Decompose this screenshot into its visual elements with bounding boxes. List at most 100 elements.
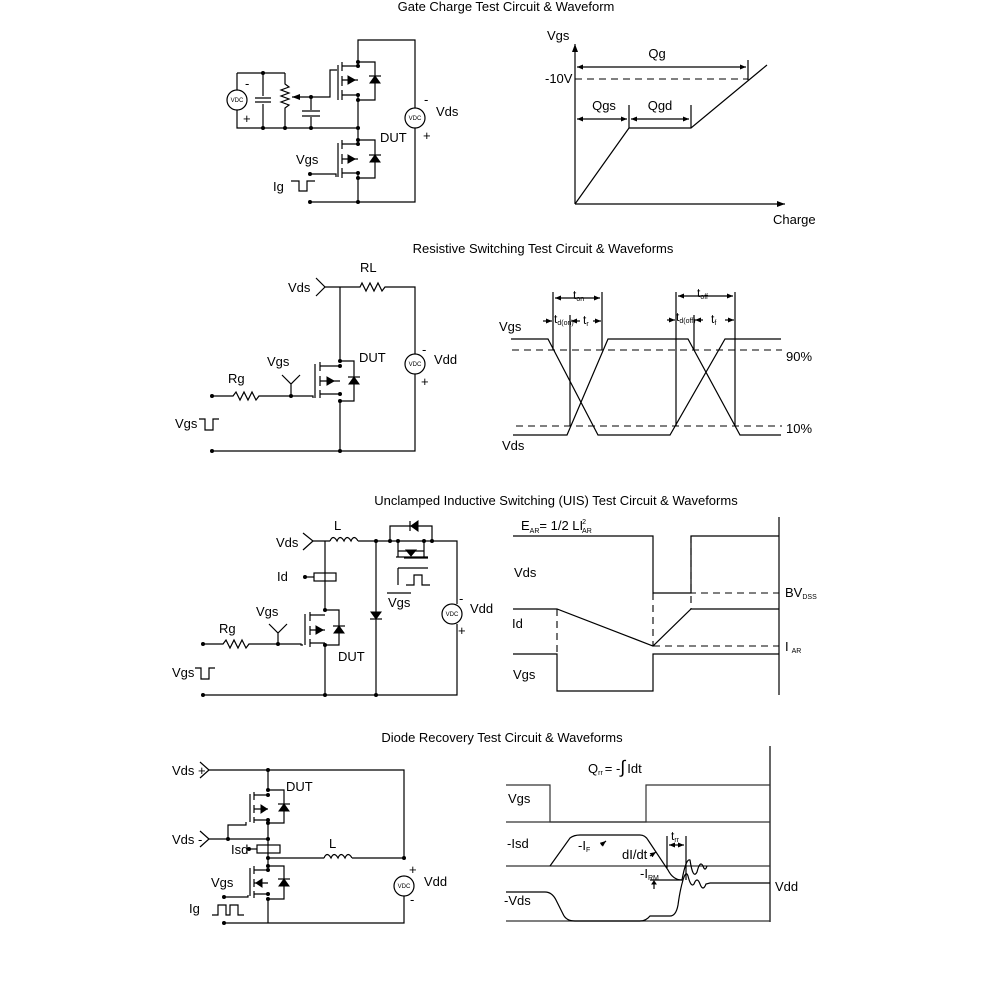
resistive-switching-circuit: Vds RL VDC - Vdd + DUT <box>175 260 457 453</box>
source-loop-wire <box>236 72 358 129</box>
vgs-label: Vgs <box>256 604 279 619</box>
resistive-switching-section: Resistive Switching Test Circuit & Wavef… <box>175 241 812 453</box>
dut-label: DUT <box>338 649 365 664</box>
vdc-source-icon <box>226 89 248 111</box>
top-rail-wire <box>209 769 405 858</box>
vgs-label: Vgs <box>267 354 290 369</box>
ton-label: ton <box>573 288 584 303</box>
toff-label: toff <box>697 286 708 301</box>
vgs-pulse-label: Vgs <box>175 416 198 431</box>
isd-label: -Isd <box>507 836 529 851</box>
qg-label: Qg <box>648 46 665 61</box>
rg-label: Rg <box>228 371 245 386</box>
vds-label: Vds <box>276 535 299 550</box>
vgs-waveform <box>511 338 781 436</box>
vgs-label: Vgs <box>296 152 319 167</box>
vdd-plus: + <box>409 862 417 877</box>
vdc-label: VDC <box>446 612 459 618</box>
vgs-pulse-icon <box>199 418 219 431</box>
isd-label: Isd <box>231 842 248 857</box>
id-label: Id <box>277 569 288 584</box>
id-label: Id <box>512 616 523 631</box>
gate-charge-waveform: Vgs Charge -10V Qg Qgs Qgd <box>545 28 816 227</box>
rl-label: RL <box>360 260 377 275</box>
return-wire <box>224 896 405 924</box>
vgs-label: Vgs <box>508 791 531 806</box>
l-label: L <box>334 518 341 533</box>
if-arrow <box>599 840 607 847</box>
vds-waveform <box>506 873 770 922</box>
capacitor-1 <box>255 73 271 128</box>
id-waveform <box>513 608 779 647</box>
ig-pulse-icon <box>291 180 315 192</box>
vdd-minus: - <box>422 342 426 357</box>
tr-label: tr <box>583 313 589 328</box>
vdc-label: VDC <box>231 98 244 104</box>
vgs-label: Vgs <box>513 667 536 682</box>
qrr-formula: Qrr= -∫Idt <box>588 757 642 777</box>
tdon-label: td(on) <box>554 312 574 327</box>
inductor-icon <box>268 853 404 860</box>
vgs-curve <box>574 64 768 205</box>
diode-recovery-section: Diode Recovery Test Circuit & Waveforms … <box>172 730 798 925</box>
gate-charge-title: Gate Charge Test Circuit & Waveform <box>398 0 615 14</box>
vds-label: Vds <box>436 104 459 119</box>
vgs-probe-icon <box>268 623 288 644</box>
vgs-pulse-label: Vgs <box>172 665 195 680</box>
qgd-label: Qgd <box>648 98 673 113</box>
dut-label: DUT <box>380 130 407 145</box>
vdd-label: Vdd <box>775 879 798 894</box>
vds-waveform <box>513 535 779 594</box>
l-label: L <box>329 836 336 851</box>
vds-probe-icon <box>315 277 326 297</box>
bvdss-label: BVDSS <box>785 585 817 601</box>
trr-label: trr <box>671 829 680 844</box>
vds-minus-label: Vds - <box>172 832 202 847</box>
tdoff-label: td(off) <box>676 310 696 325</box>
vdd-minus: - <box>410 892 414 907</box>
vdc-label: VDC <box>409 116 422 122</box>
dut-mosfet-icon <box>314 359 360 453</box>
level-label: -10V <box>545 71 573 86</box>
vds-plus-label: Vds + <box>172 763 206 778</box>
qgs-label: Qgs <box>592 98 616 113</box>
x-axis-label: Charge <box>773 212 816 227</box>
gate-wire <box>224 895 249 898</box>
irm-label: -IRM <box>640 866 659 882</box>
didt-label: dI/dt <box>622 847 648 862</box>
vds-plus: + <box>423 128 431 143</box>
uis-circuit: Vds L Id DUT Vgs Rg <box>172 518 493 697</box>
vds-source-icon <box>404 107 426 129</box>
dut-mosfet-icon <box>304 608 345 697</box>
pct10-label: 10% <box>786 421 812 436</box>
vgs-bar-label: Vgs <box>388 595 411 610</box>
high-side-switch-icon <box>388 520 434 586</box>
rg-resistor-icon <box>212 390 314 402</box>
source-plus: + <box>243 111 251 126</box>
rg-label: Rg <box>219 621 236 636</box>
vdd-plus: + <box>421 374 429 389</box>
vdd-source-icon <box>393 875 415 897</box>
source-minus: - <box>245 76 249 91</box>
vgs-waveform <box>513 653 779 692</box>
ig-label: Ig <box>189 901 200 916</box>
upper-gate-wire <box>311 69 337 98</box>
return-wire <box>203 624 458 696</box>
ig-pulse-icon <box>212 904 244 916</box>
isd-waveform <box>549 834 708 881</box>
vgs-pulse-icon <box>195 667 215 680</box>
vgs-probe-icon <box>281 374 301 396</box>
dut-mosfet-icon <box>337 128 381 204</box>
pct90-label: 90% <box>786 349 812 364</box>
dut-label: DUT <box>359 350 386 365</box>
vdc-label: VDC <box>409 362 422 368</box>
vdd-minus: - <box>459 591 463 606</box>
capacitor-2 <box>302 97 320 128</box>
vdd-label: Vdd <box>434 352 457 367</box>
dut-upper-mosfet-icon <box>249 768 290 858</box>
didt-arrow <box>649 851 657 858</box>
